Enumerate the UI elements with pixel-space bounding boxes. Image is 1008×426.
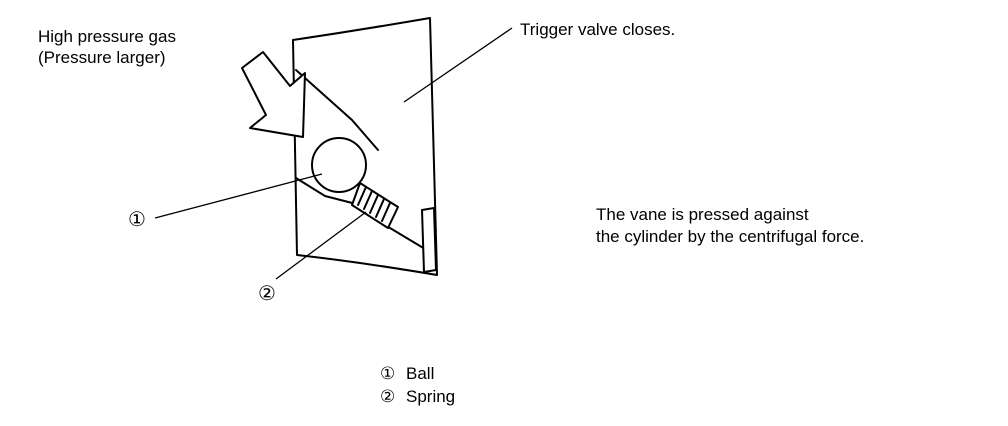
- gas-label-line1: High pressure gas: [38, 27, 176, 46]
- ball-icon: [311, 137, 367, 193]
- slot-lower-wall: [295, 177, 361, 206]
- callout-spring-number: ②: [258, 283, 276, 305]
- legend-text: Ball: [406, 364, 435, 383]
- legend-number: ①: [380, 364, 396, 383]
- trigger-leader: [403, 27, 513, 103]
- legend-number: ②: [380, 387, 396, 406]
- callout-ball-number: ①: [128, 209, 146, 231]
- callout1-leader: [154, 173, 323, 219]
- spring-icon: [351, 182, 399, 229]
- pressure-arrow-icon: [241, 51, 306, 138]
- trigger-label: Trigger valve closes.: [520, 20, 676, 39]
- legend-item-spring: ② Spring: [380, 386, 455, 408]
- vane-label-line1: The vane is pressed against: [596, 205, 809, 224]
- vane-label-line2: the cylinder by the centrifugal force.: [596, 227, 865, 246]
- slot-upper-wall: [295, 69, 379, 151]
- vane-body: [292, 17, 438, 276]
- gas-label-line2: (Pressure larger): [38, 48, 166, 67]
- callout2-leader: [275, 211, 367, 280]
- legend-item-ball: ① Ball: [380, 363, 434, 385]
- vane-stop: [421, 207, 437, 273]
- legend-text: Spring: [406, 387, 456, 406]
